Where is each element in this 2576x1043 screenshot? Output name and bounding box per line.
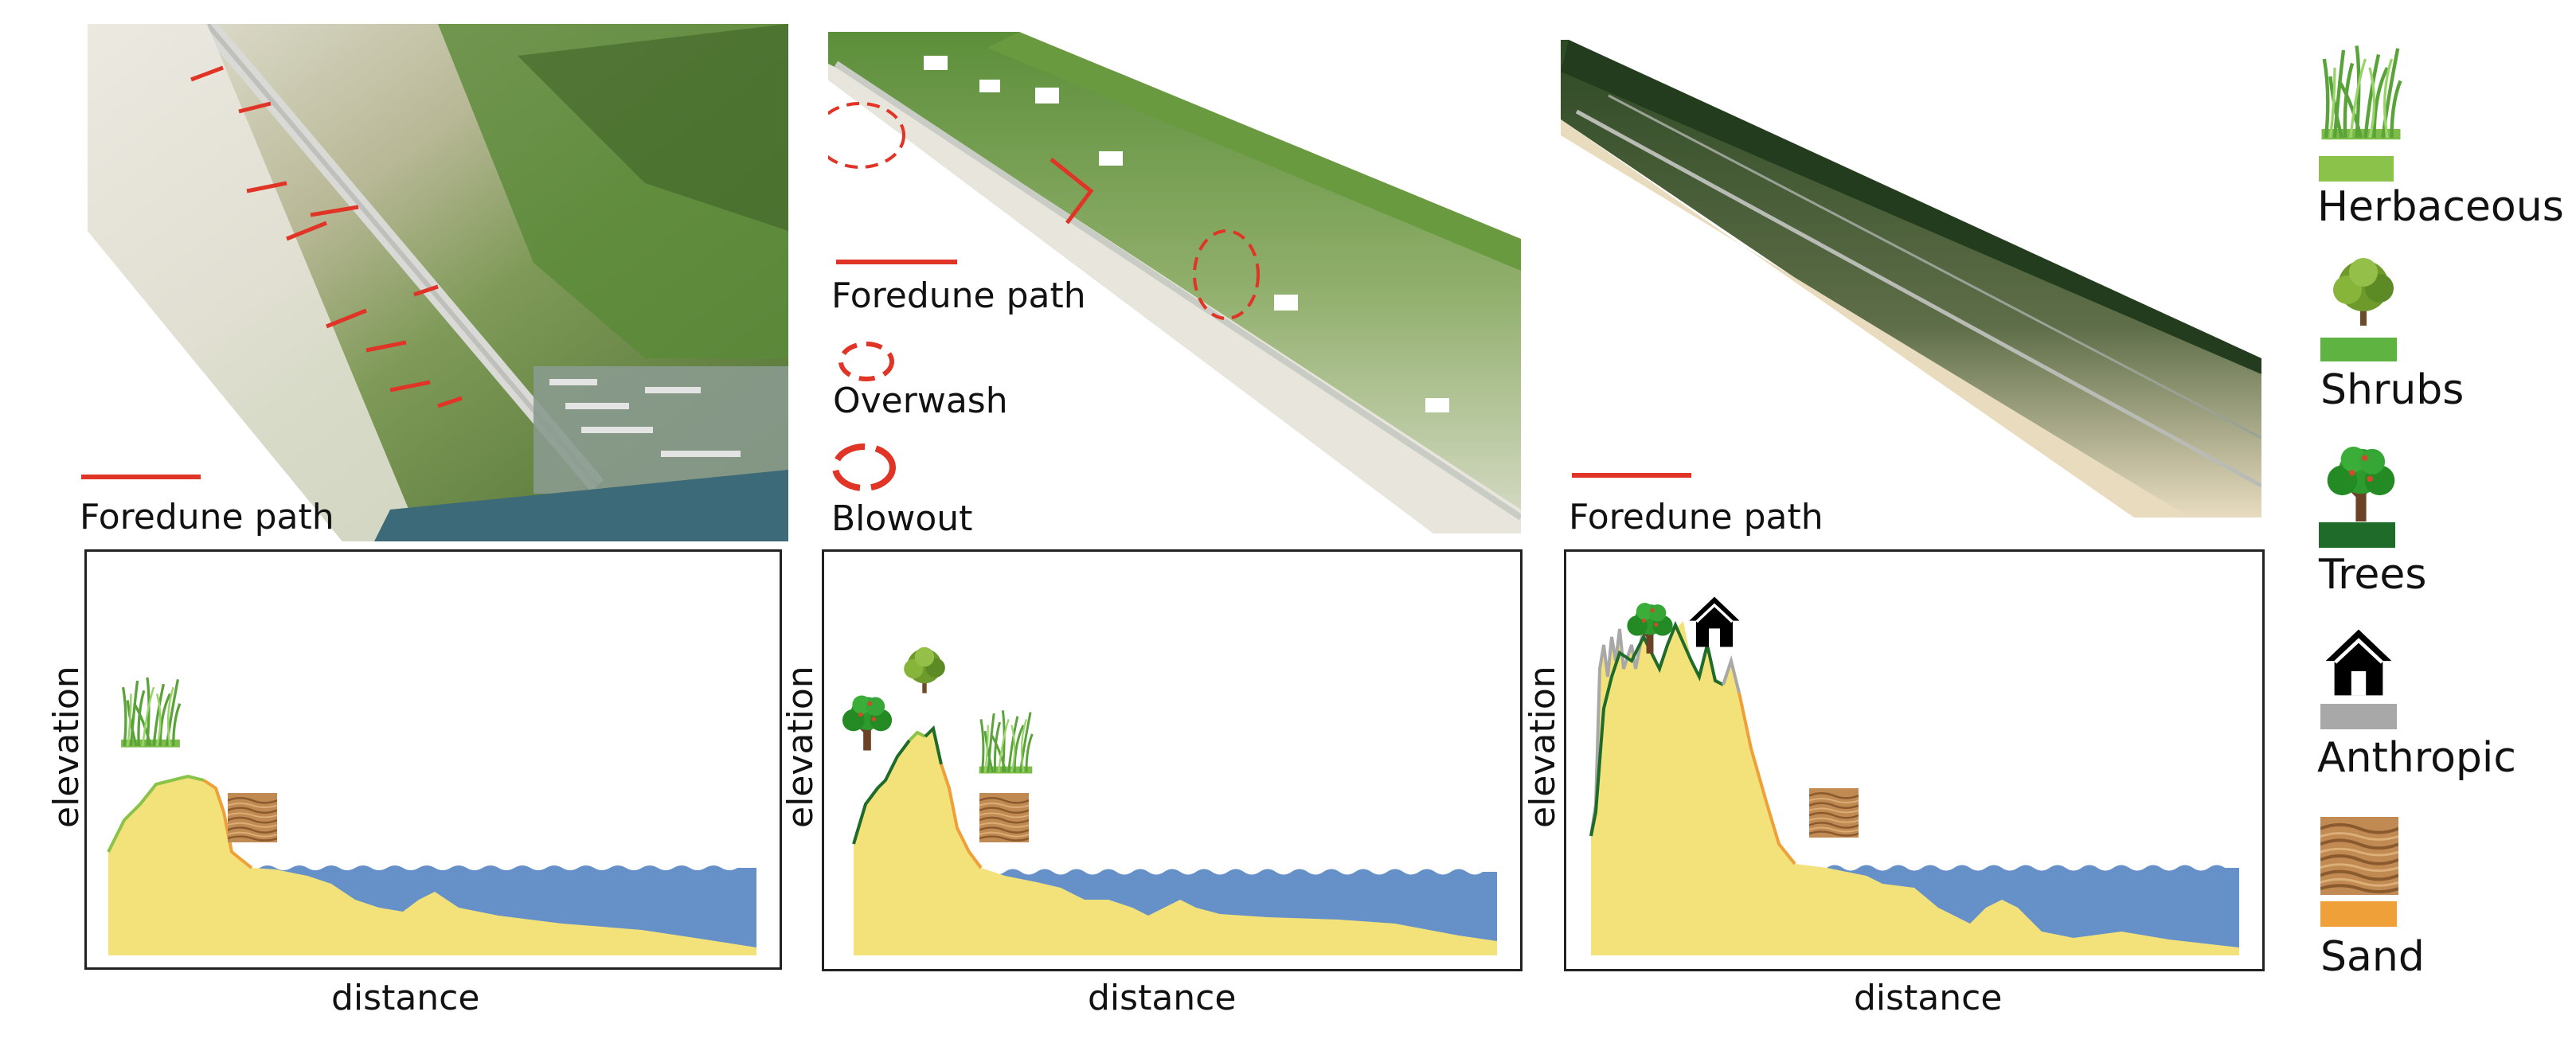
grass-icon: [2317, 40, 2405, 148]
sand-icon: [228, 793, 277, 842]
foredune-path-swatch-2: [836, 260, 957, 264]
grass-icon: [976, 705, 1035, 780]
blowout-symbol: [828, 441, 900, 494]
house-icon: [2322, 626, 2395, 699]
aerial-image-1: [88, 24, 788, 541]
sand-icon: [2320, 817, 2398, 895]
x-axis-label-3: distance: [1854, 978, 2003, 1018]
foredune-path-swatch-1: [81, 475, 201, 479]
shrubs-swatch: [2320, 338, 2397, 361]
profile-chart-1: [84, 549, 782, 970]
shrub-icon: [2324, 250, 2403, 330]
legend-label-anthropic: Anthropic: [2317, 734, 2516, 782]
legend-label-herbaceous: Herbaceous: [2317, 183, 2564, 231]
sand-icon: [979, 793, 1029, 842]
sand-icon: [1809, 788, 1859, 838]
x-axis-label-2: distance: [1088, 978, 1237, 1018]
aerial-image-3: [1561, 40, 2261, 518]
y-axis-label-1: elevation: [46, 666, 87, 828]
herbaceous-swatch: [2319, 156, 2394, 182]
legend: Herbaceous Shrubs Trees Anthropic Sand: [2309, 40, 2564, 979]
overwash-label: Overwash: [833, 381, 1008, 421]
overwash-symbol: [835, 338, 898, 385]
house-icon: [1687, 594, 1742, 650]
foredune-path-swatch-3: [1572, 473, 1691, 478]
aerial-image-2: [828, 32, 1521, 533]
anthropic-swatch: [2320, 704, 2397, 729]
legend-label-sand: Sand: [2320, 933, 2425, 981]
x-axis-label-1: distance: [331, 978, 480, 1018]
grass-icon: [118, 674, 183, 753]
trees-swatch: [2319, 522, 2395, 548]
tree-icon: [2324, 443, 2398, 525]
foredune-path-label-1: Foredune path: [80, 497, 334, 537]
legend-label-trees: Trees: [2319, 551, 2427, 599]
legend-label-shrubs: Shrubs: [2320, 366, 2465, 414]
foredune-path-label-2: Foredune path: [831, 275, 1086, 316]
y-axis-label-2: elevation: [780, 666, 821, 828]
profile-chart-3: [1564, 549, 2265, 971]
profile-chart-2: [822, 549, 1523, 971]
foredune-path-label-3: Foredune path: [1569, 497, 1824, 537]
shrub-icon: [897, 642, 952, 696]
blowout-label: Blowout: [831, 498, 973, 539]
tree-icon: [1624, 600, 1675, 656]
tree-icon: [839, 693, 895, 753]
y-axis-label-3: elevation: [1523, 666, 1563, 828]
sand-swatch: [2320, 901, 2397, 927]
